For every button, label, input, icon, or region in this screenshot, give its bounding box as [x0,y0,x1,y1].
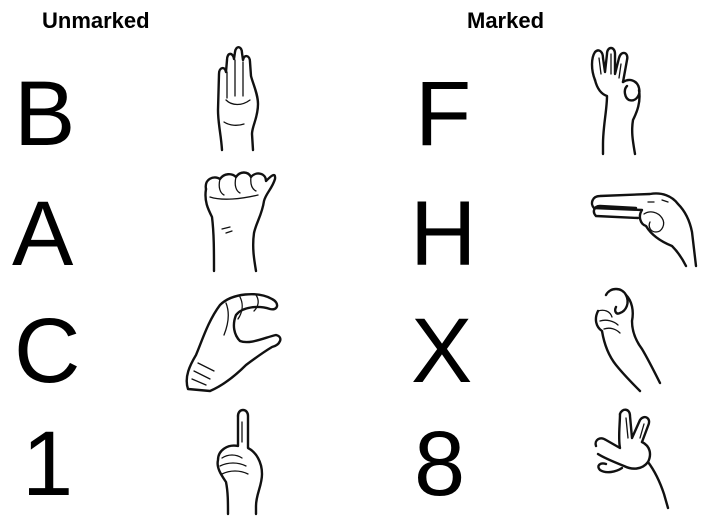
marked-heading: Marked [467,8,544,34]
unmarked-label-1: 1 [22,418,73,510]
fist-thumb-side-icon [196,167,278,277]
unmarked-label-a: A [12,188,73,280]
open-8-handshape-icon [590,404,674,510]
two-finger-horizontal-icon [586,186,698,272]
index-up-icon [206,406,270,516]
f-handshape-icon [585,44,647,156]
unmarked-label-b: B [14,68,75,160]
marked-label-x: X [411,305,472,397]
unmarked-heading: Unmarked [42,8,150,34]
marked-label-f: F [415,68,471,160]
hooked-index-icon [586,283,666,395]
unmarked-label-c: C [14,305,80,397]
curved-hand-c-icon [180,285,288,397]
flat-hand-b-icon [208,42,268,157]
marked-label-8: 8 [414,418,465,510]
marked-label-h: H [410,188,476,280]
